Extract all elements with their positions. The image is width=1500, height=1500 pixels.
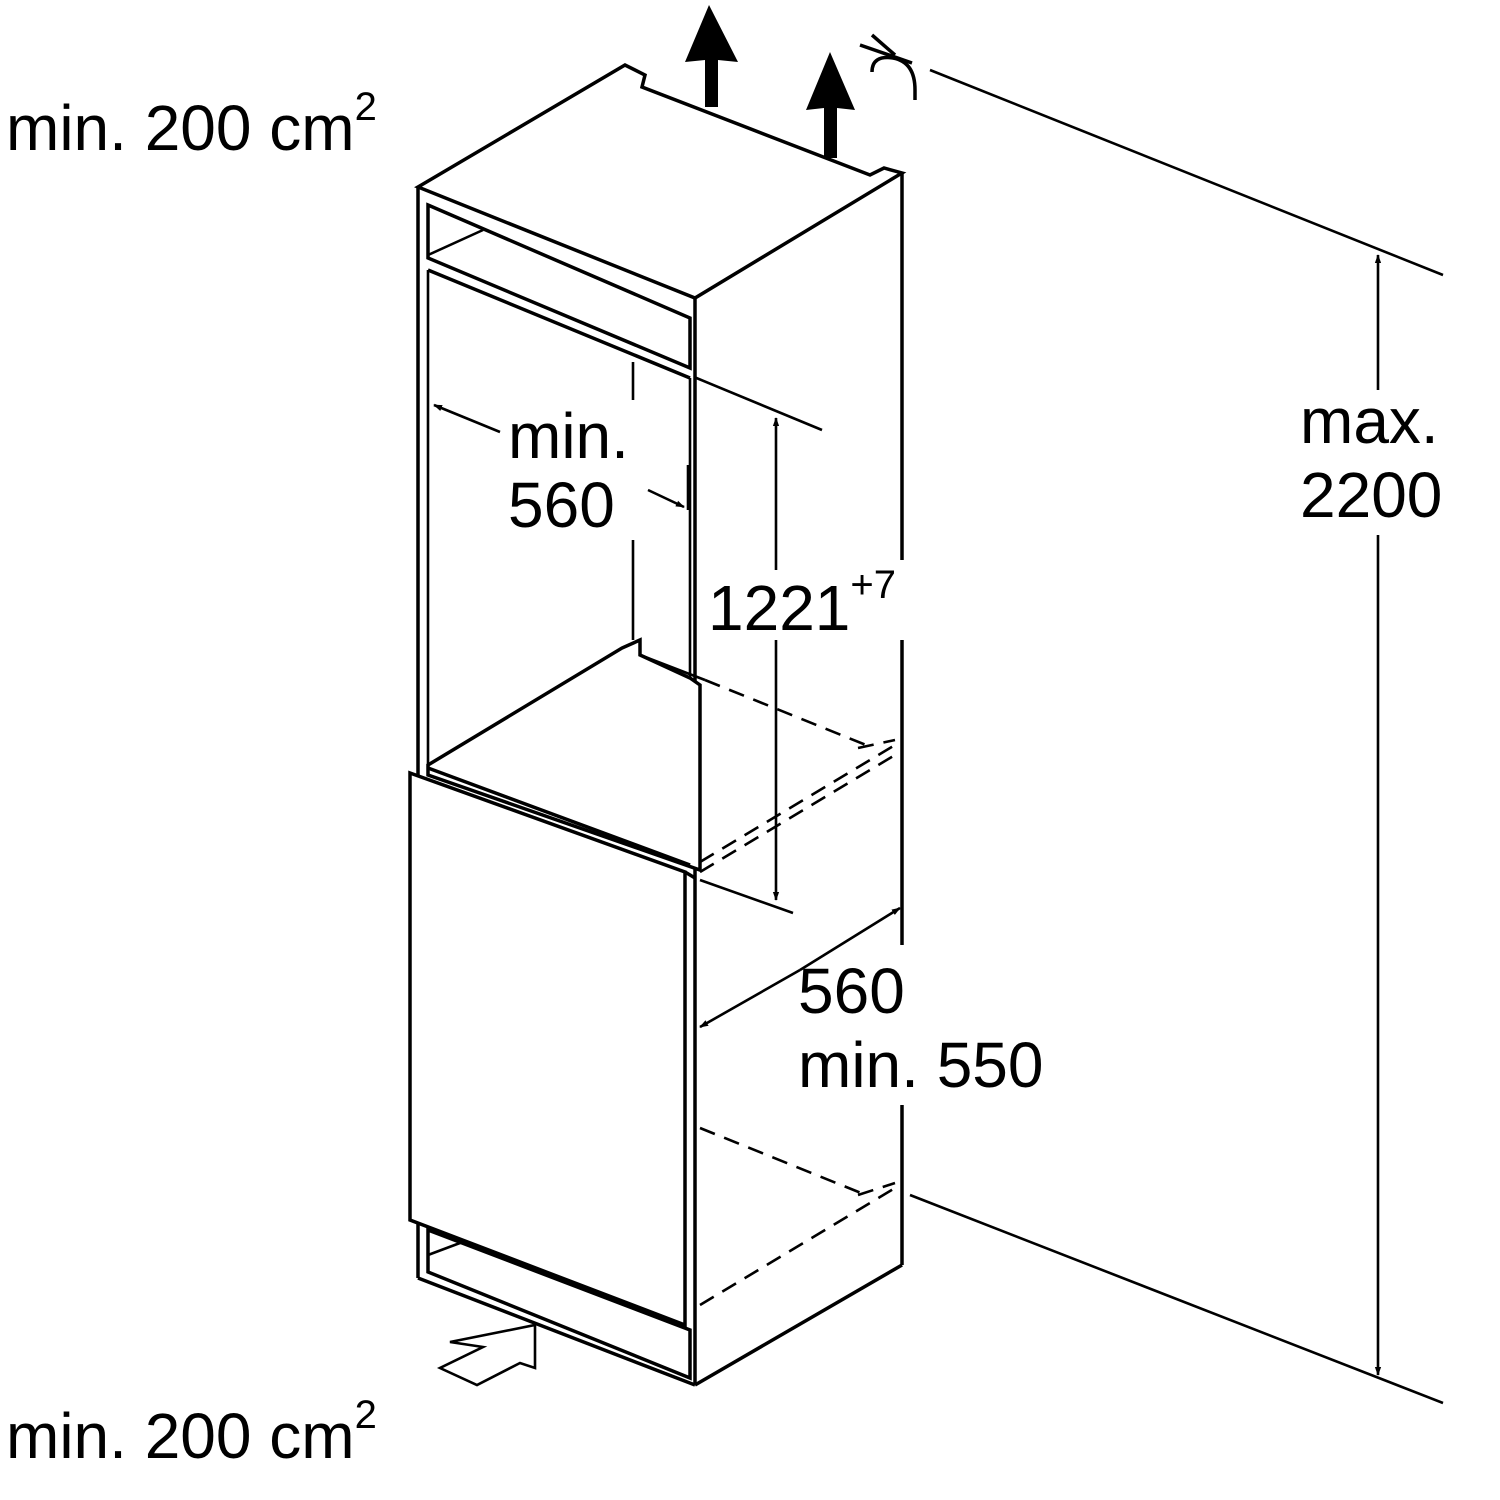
bottom-hidden-right-edge bbox=[699, 1186, 896, 1307]
top-vent-inner-line bbox=[427, 228, 484, 257]
niche-depth-dimension bbox=[699, 906, 901, 1029]
lower-door-front bbox=[408, 770, 687, 1328]
shelf-hidden-back-edge bbox=[704, 678, 867, 747]
niche-height-dimension bbox=[693, 375, 823, 915]
niche-depth-label-line1: 560 bbox=[798, 955, 905, 1027]
bottom-hidden-back-edge bbox=[699, 1126, 867, 1197]
arrow-up-icon bbox=[806, 52, 855, 158]
airflow-in-arrow bbox=[436, 1323, 537, 1387]
tilt-symbol-icon bbox=[870, 55, 917, 100]
max-height-label-line2: 2200 bbox=[1300, 459, 1442, 531]
cabinet-bottom-right-edge bbox=[694, 1263, 903, 1387]
top-vent-frame bbox=[426, 202, 692, 371]
niche-width-dimension bbox=[433, 362, 690, 640]
bottom-vent-frame bbox=[426, 1227, 692, 1381]
shelf-hidden-right-edge-1 bbox=[699, 743, 896, 864]
max-height-label-line1: max. bbox=[1300, 385, 1439, 457]
shelf-top-face bbox=[426, 637, 702, 873]
niche-height-tolerance: +7 bbox=[850, 563, 896, 607]
top-rail bbox=[427, 268, 691, 380]
niche-shelf bbox=[426, 637, 896, 874]
max-height-dimension bbox=[909, 68, 1444, 1405]
niche-width-label-line2: 560 bbox=[508, 469, 615, 541]
shelf-hidden-right-edge-2 bbox=[699, 753, 896, 874]
top-vent-area-label: min. 200 cm2 bbox=[6, 85, 377, 164]
niche-height-label: 1221+7 bbox=[708, 563, 896, 644]
bottom-vent-area-text: min. 200 cm bbox=[6, 1400, 355, 1472]
niche-width-label-line1: min. bbox=[508, 400, 629, 472]
lower-door-panel bbox=[408, 770, 896, 1328]
bottom-vent-area-exponent: 2 bbox=[355, 1393, 377, 1437]
cabinet-bottom-front-edge bbox=[417, 1276, 696, 1387]
hollow-arrow-icon bbox=[436, 1323, 537, 1387]
niche-depth-label-line2: min. 550 bbox=[798, 1029, 1043, 1101]
airflow-up-arrow-2 bbox=[806, 52, 855, 158]
shelf-back-edge bbox=[639, 653, 706, 682]
shelf-hidden-corner bbox=[857, 738, 896, 750]
shelf-front-edge bbox=[427, 766, 691, 867]
cabinet-top-face bbox=[414, 63, 907, 300]
lower-door-side bbox=[684, 870, 696, 880]
top-vent-area-text: min. 200 cm bbox=[6, 92, 355, 164]
tilt-symbol bbox=[859, 33, 917, 100]
arrow-up-icon bbox=[685, 5, 738, 107]
bottom-hidden-corner bbox=[857, 1181, 896, 1197]
bottom-vent-area-label: min. 200 cm2 bbox=[6, 1393, 377, 1472]
top-vent-area-exponent: 2 bbox=[355, 85, 377, 129]
airflow-up-arrow-1 bbox=[685, 5, 738, 107]
niche-height-value: 1221 bbox=[708, 572, 850, 644]
bottom-vent-inner-line bbox=[427, 1238, 469, 1257]
